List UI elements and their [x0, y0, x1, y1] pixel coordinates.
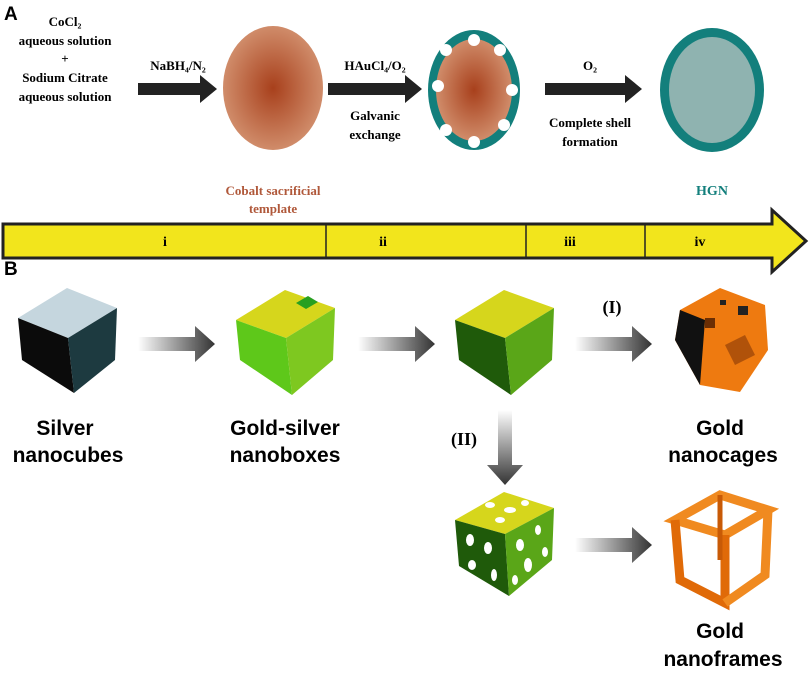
- nanocages-label-line: Gold: [696, 417, 744, 440]
- nanobox-cube: [236, 290, 335, 395]
- reactants-text: CoCl₂ aqueous solution + Sodium Citrate …: [19, 14, 113, 104]
- gold-shell-cube: [455, 290, 554, 395]
- step2-reagent: HAuCl₄/O₂: [344, 58, 405, 73]
- step3-reagent: O₂: [583, 58, 597, 73]
- nanoboxes-label-line: Gold-silver: [230, 417, 340, 440]
- nanocages-label-line: nanocages: [668, 444, 778, 467]
- arrow-to-nanoframes: [575, 527, 652, 563]
- panel-a-label: A: [4, 4, 18, 25]
- cobalt-template-particle: [223, 26, 323, 150]
- arrow-to-gold-shell: [358, 326, 435, 362]
- arrow-route-1: [575, 326, 652, 362]
- template-label-line: template: [249, 201, 298, 216]
- arrow-to-nanoboxes: [138, 326, 215, 362]
- gold-nanoframe: [663, 490, 780, 611]
- nanoframes-label-line: nanoframes: [663, 648, 782, 671]
- step2-desc-line: Galvanic: [350, 108, 400, 123]
- nanoboxes-label-line: nanoboxes: [230, 444, 341, 467]
- step3-desc-line: formation: [562, 134, 618, 149]
- reactant-line: Sodium Citrate: [22, 70, 108, 85]
- template-label-line: Cobalt sacrificial: [226, 183, 321, 198]
- arrow-step2: [328, 75, 422, 103]
- arrow-step1: [138, 75, 217, 103]
- step1-reagent: NaBH₄/N₂: [150, 58, 206, 73]
- gold-nanocage: [675, 288, 768, 392]
- timeline-stage: ii: [379, 235, 387, 250]
- reactant-line: aqueous solution: [19, 89, 113, 104]
- route-2-label: (II): [451, 429, 477, 450]
- hgn-particle: [660, 28, 764, 152]
- timeline-arrow: [1, 206, 809, 276]
- timeline-stage: iv: [695, 235, 706, 250]
- hgn-label: HGN: [696, 184, 728, 199]
- arrow-step3: [545, 75, 642, 103]
- reactant-line: +: [61, 51, 68, 66]
- timeline-stage: iii: [564, 235, 576, 250]
- porous-cube: [455, 492, 554, 596]
- timeline-stage: i: [163, 235, 167, 250]
- arrow-route-2: [487, 410, 523, 485]
- step2-desc-line: exchange: [349, 127, 401, 142]
- silver-label-line: nanocubes: [13, 444, 124, 467]
- galvanic-exchange-particle: [428, 30, 520, 150]
- nanoframes-label-line: Gold: [696, 620, 744, 643]
- panel-b-label: B: [4, 259, 18, 280]
- silver-label-line: Silver: [36, 417, 93, 440]
- reactant-line: CoCl₂: [49, 14, 82, 29]
- reactant-line: aqueous solution: [19, 33, 113, 48]
- route-1-label: (I): [603, 297, 622, 318]
- silver-nanocube: [18, 288, 117, 393]
- step3-desc-line: Complete shell: [549, 115, 631, 130]
